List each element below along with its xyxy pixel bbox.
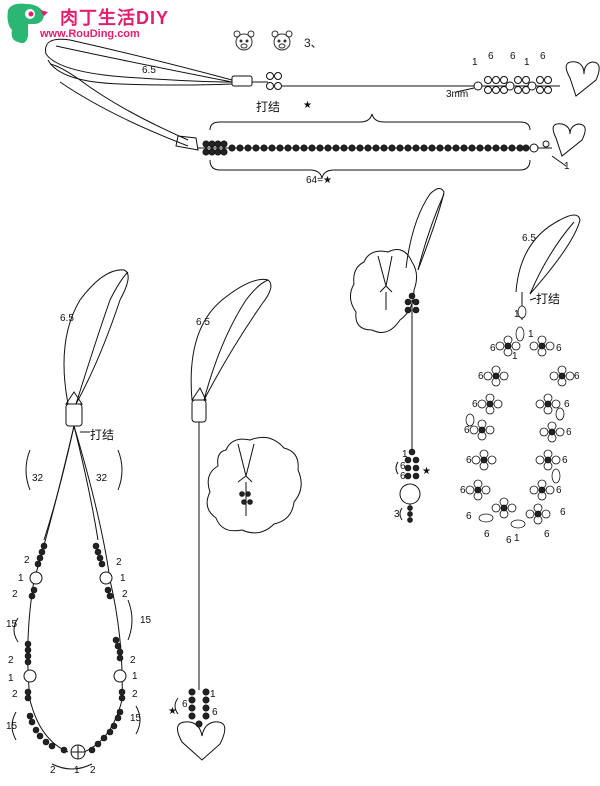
count-label: 6 <box>564 399 570 410</box>
strand-label: 1 <box>120 573 126 584</box>
strand-label: 15 <box>6 721 18 732</box>
count-label: 3 <box>394 509 400 520</box>
count-label: 6 <box>560 507 566 518</box>
count-label: 6 <box>400 471 406 482</box>
step-number: 3、 <box>304 36 323 50</box>
count-label: 6 <box>556 485 562 496</box>
strand-label: 2 <box>90 765 96 776</box>
strand-label: 1 <box>74 765 80 776</box>
strand-label: 2 <box>116 557 122 568</box>
bear-face-icon <box>233 30 255 51</box>
strand-label: 15 <box>140 615 152 626</box>
bottom-count-label: 64=★ <box>306 175 332 186</box>
brand-url[interactable]: www.RouDing.com <box>40 28 140 40</box>
count-label: 6 <box>566 427 572 438</box>
strand-label: 2 <box>12 689 18 700</box>
count-label: 1 <box>472 57 478 68</box>
count-label: 6 <box>556 343 562 354</box>
count-label: 6 <box>540 51 546 62</box>
cord-length-label: 6.5 <box>142 65 156 76</box>
count-label: 1 <box>514 533 520 544</box>
cord-length-label: 6.5 <box>60 313 74 324</box>
piglet-logo-icon <box>7 3 48 44</box>
count-label: 6 <box>484 529 490 540</box>
count-label: 6 <box>212 707 218 718</box>
strand-label: 32 <box>96 473 108 484</box>
count-label: 6 <box>466 511 472 522</box>
count-label: 1 <box>528 329 534 340</box>
count-label: 1 <box>402 449 408 460</box>
strand-label: 2 <box>130 655 136 666</box>
count-label: 6 <box>400 461 406 472</box>
knot-label: 打结 <box>256 100 281 114</box>
count-label: 1 <box>514 309 520 320</box>
count-label: 6 <box>466 455 472 466</box>
strand-label: 2 <box>122 589 128 600</box>
strand-label: 15 <box>130 713 142 724</box>
strand-label: 15 <box>6 619 18 630</box>
count-label: 6 <box>574 371 580 382</box>
count-label: 6 <box>472 399 478 410</box>
cord-length-label: 6.5 <box>196 317 210 328</box>
count-label: 6 <box>488 51 494 62</box>
count-label: 6 <box>182 699 188 710</box>
cord-length-label: 6.5 <box>522 233 536 244</box>
count-label: 6 <box>464 425 470 436</box>
strand-label: 2 <box>50 765 56 776</box>
count-label: 6 <box>544 529 550 540</box>
strand-label: 1 <box>132 671 138 682</box>
count-label: 6 <box>460 485 466 496</box>
bead-size-label: 3mm <box>446 89 469 100</box>
end-count-label: 1 <box>564 161 570 172</box>
strand-label: 1 <box>8 673 14 684</box>
strand-label: 2 <box>8 655 14 666</box>
brand-title: 肉丁生活DIY <box>60 8 170 28</box>
strand-label: 1 <box>18 573 24 584</box>
knot-label: 打结 <box>536 292 561 306</box>
strand-label: 32 <box>32 473 44 484</box>
count-label: 1 <box>512 351 518 362</box>
strand-label: 2 <box>132 689 138 700</box>
count-label: 1 <box>524 57 530 68</box>
bear-face-icon <box>271 30 293 51</box>
star-marker: ★ <box>168 706 177 717</box>
strand-label: 2 <box>12 589 18 600</box>
count-label: 6 <box>490 343 496 354</box>
star-marker: ★ <box>422 466 431 477</box>
count-label: 6 <box>506 535 512 546</box>
count-label: 6 <box>510 51 516 62</box>
star-marker: ★ <box>303 100 312 111</box>
count-label: 6 <box>562 455 568 466</box>
knot-label: 打结 <box>90 428 115 442</box>
count-label: 1 <box>210 689 216 700</box>
strand-label: 2 <box>24 555 30 566</box>
count-label: 6 <box>478 371 484 382</box>
